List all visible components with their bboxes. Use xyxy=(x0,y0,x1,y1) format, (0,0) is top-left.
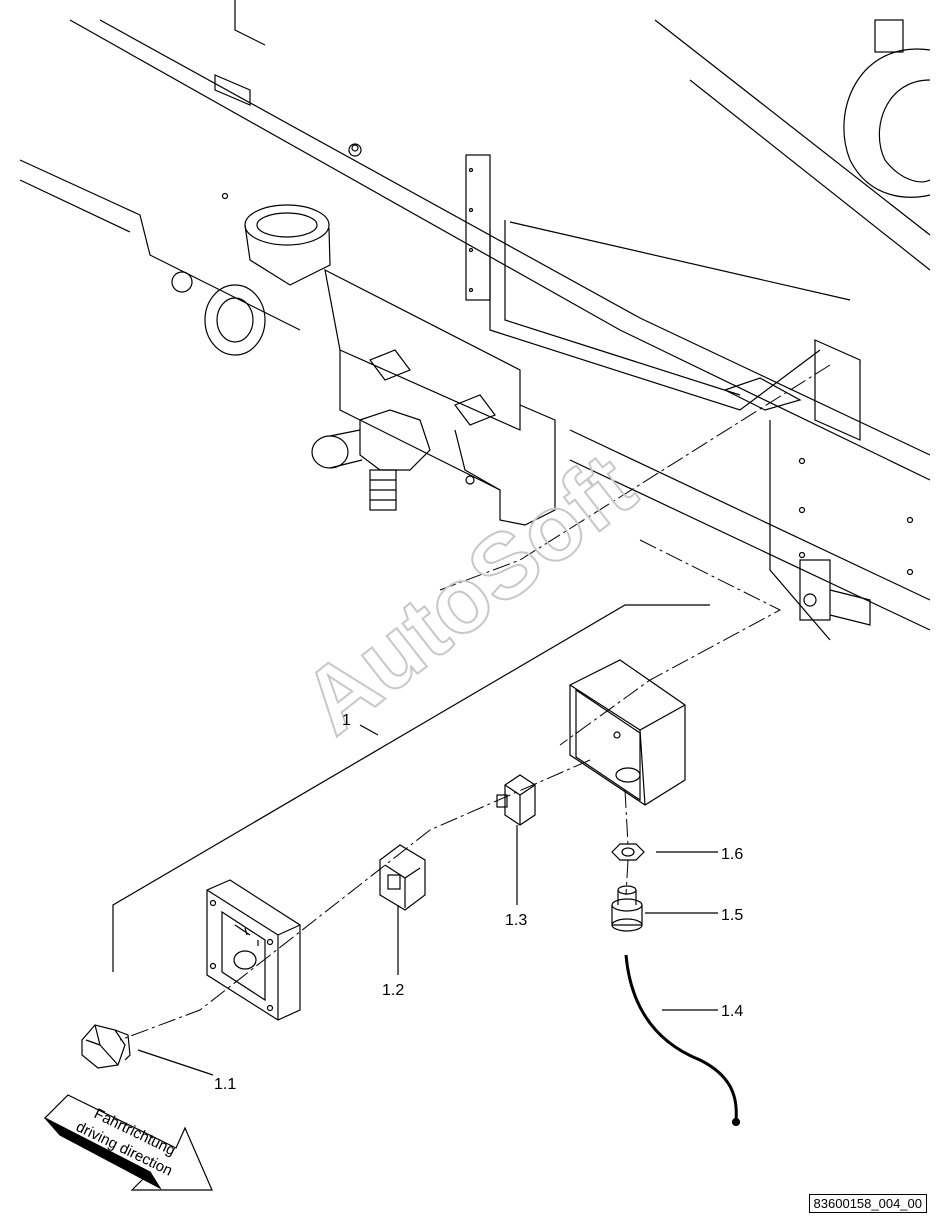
switch-front-plate xyxy=(206,879,301,1021)
callout-1-4: 1.4 xyxy=(721,1003,743,1020)
part-1-4-cable xyxy=(624,954,738,1121)
part-1-1-selector-switch xyxy=(81,1024,131,1069)
part-1-2-mounting-adapter xyxy=(379,844,426,911)
callout-1-3: 1.3 xyxy=(505,912,527,929)
callout-assembly-1: 1 xyxy=(342,712,351,729)
part-1-6-nut xyxy=(611,843,645,861)
callout-1-5: 1.5 xyxy=(721,907,743,924)
callout-1-2: 1.2 xyxy=(382,982,404,999)
leader-lines xyxy=(137,724,718,1076)
callout-1-6: 1.6 xyxy=(721,846,743,863)
assembly-centerlines xyxy=(119,364,831,1041)
part-1-3-contact-block xyxy=(496,774,536,826)
watermark-text: AutoSoft xyxy=(285,434,654,753)
callout-1-1: 1.1 xyxy=(214,1076,236,1093)
assembly-bracket-line xyxy=(112,604,710,972)
part-1-5-cable-gland xyxy=(611,885,643,932)
vehicle-frame xyxy=(19,0,931,641)
enclosure-housing xyxy=(569,659,686,806)
drawing-id-label: 83600158_004_00 xyxy=(808,1194,927,1213)
